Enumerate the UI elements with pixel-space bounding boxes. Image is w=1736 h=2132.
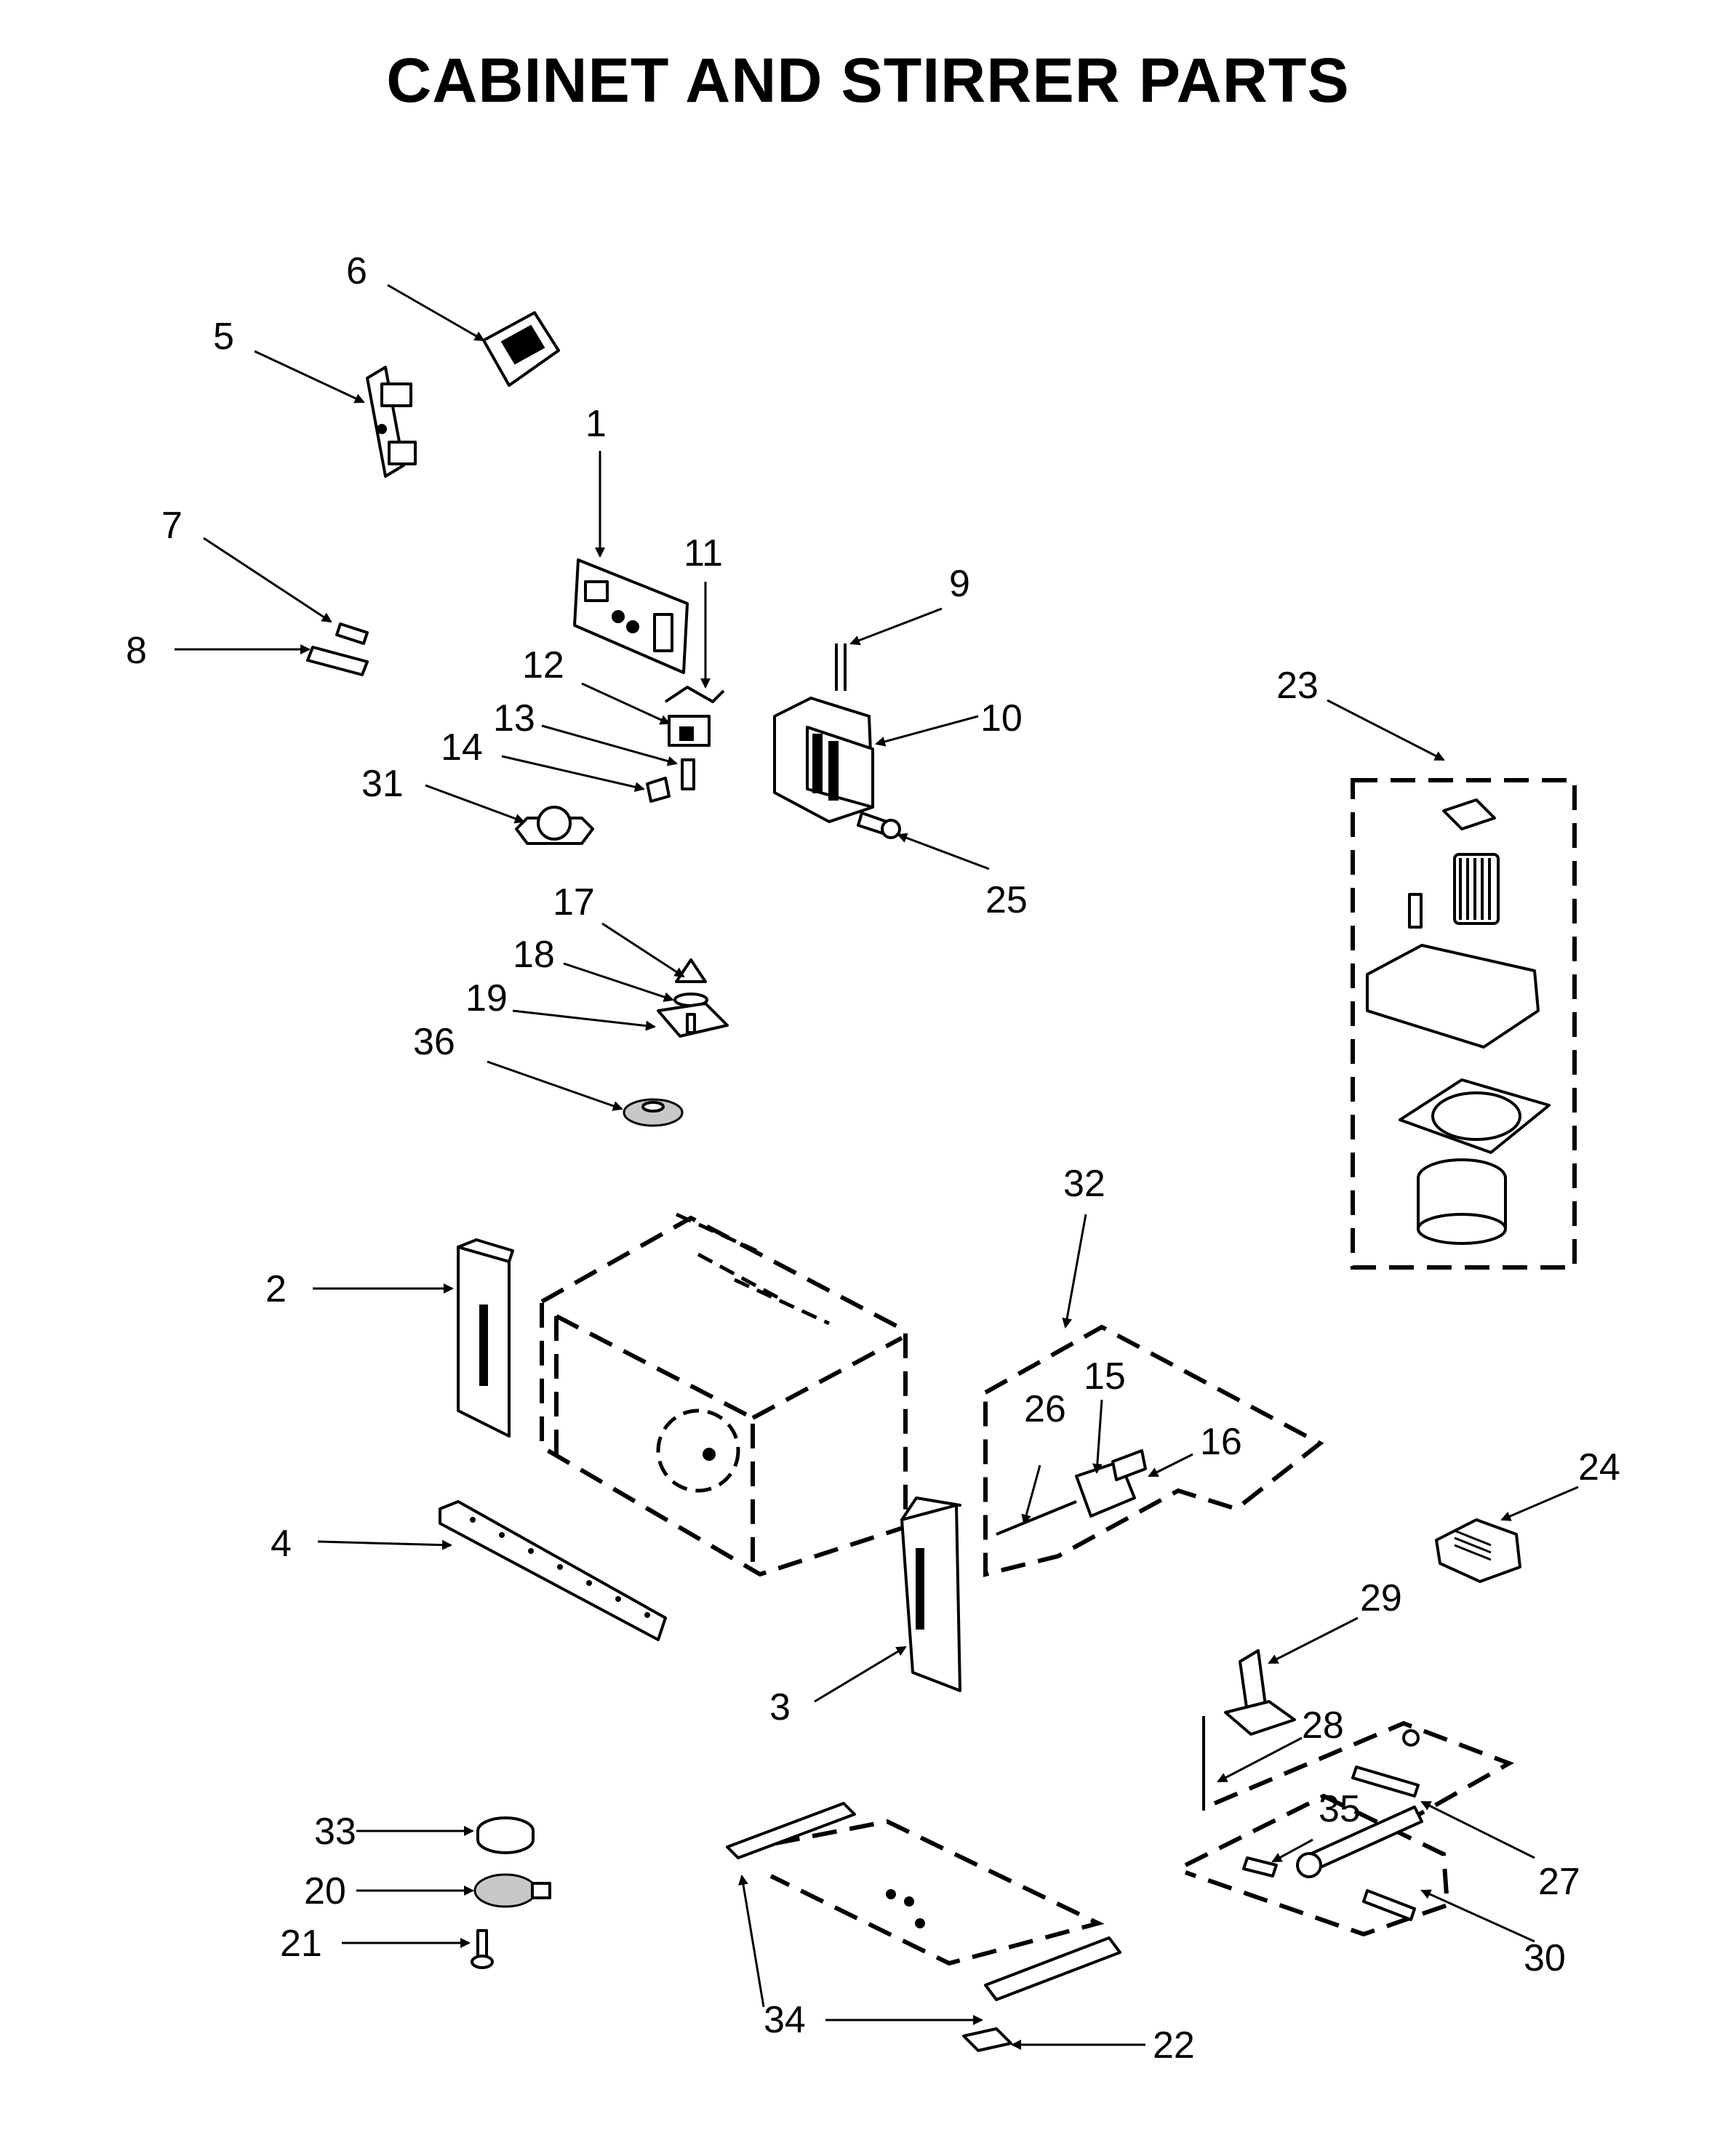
callout-27: 27 <box>1538 1861 1580 1903</box>
callout-13: 13 <box>493 697 535 740</box>
callout-14: 14 <box>441 726 483 769</box>
callout-26: 26 <box>1024 1388 1066 1430</box>
callout-28: 28 <box>1302 1704 1344 1747</box>
callout-33: 33 <box>314 1811 356 1853</box>
callout-32: 32 <box>1063 1163 1105 1205</box>
part-25-screw[interactable] <box>857 811 901 839</box>
part-17-cap[interactable] <box>675 958 707 983</box>
part-19-bracket[interactable] <box>657 1002 729 1038</box>
callout-8: 8 <box>126 630 147 672</box>
part-3-side-panel[interactable] <box>900 1496 961 1692</box>
callout-17: 17 <box>553 881 595 923</box>
callout-6: 6 <box>346 250 367 292</box>
part-5-bracket[interactable] <box>366 366 417 478</box>
callout-31: 31 <box>361 763 404 805</box>
callout-11: 11 <box>684 532 723 574</box>
part-24-relay[interactable] <box>1435 1518 1521 1583</box>
callout-15: 15 <box>1084 1355 1126 1398</box>
callout-21: 21 <box>280 1923 322 1965</box>
part-36-spacer[interactable] <box>623 1098 684 1127</box>
part-20-motor[interactable] <box>473 1873 551 1908</box>
part-29-bracket[interactable] <box>1224 1649 1296 1736</box>
part-34-base-plate[interactable] <box>726 1802 1121 2001</box>
leader-lines <box>175 284 1579 2050</box>
callout-12: 12 <box>522 644 564 686</box>
part-4-rail[interactable] <box>439 1500 667 1641</box>
part-33-cover[interactable] <box>476 1816 535 1854</box>
callout-24: 24 <box>1578 1446 1620 1488</box>
callout-16: 16 <box>1200 1421 1242 1463</box>
callout-3: 3 <box>769 1686 791 1728</box>
part-12-switch[interactable] <box>668 715 711 747</box>
callout-labels: 1 2 3 4 5 6 7 8 9 10 11 12 13 14 15 16 1… <box>126 250 1620 2067</box>
part-21-screw[interactable] <box>471 1929 494 1969</box>
callout-35: 35 <box>1319 1788 1361 1830</box>
callout-5: 5 <box>213 316 234 358</box>
callout-9: 9 <box>949 563 970 605</box>
diagram-title: CABINET AND STIRRER PARTS <box>386 46 1350 116</box>
part-2-side-panel[interactable] <box>457 1238 514 1438</box>
part-8-fuse-holder[interactable] <box>306 646 369 676</box>
callout-36: 36 <box>413 1021 455 1063</box>
part-11-spring[interactable] <box>664 686 725 703</box>
part-6-block[interactable] <box>482 311 560 387</box>
part-13-fastener[interactable] <box>681 758 695 790</box>
part-14-fastener[interactable] <box>646 777 671 803</box>
part-9-terminal[interactable] <box>835 644 847 691</box>
callout-23: 23 <box>1276 665 1319 707</box>
callout-4: 4 <box>271 1523 292 1565</box>
part-27-30-35-drive-assembly[interactable] <box>1184 1720 1515 1937</box>
part-31-thermostat[interactable] <box>515 806 594 845</box>
callout-10: 10 <box>980 697 1023 740</box>
callout-29: 29 <box>1360 1577 1402 1619</box>
part-23-stirrer-assembly[interactable] <box>1351 778 1577 1270</box>
callout-1: 1 <box>585 403 607 445</box>
part-32-bracket-assembly[interactable] <box>983 1324 1324 1577</box>
part-22-clip[interactable] <box>962 2027 1012 2052</box>
cabinet-cavity-outline <box>540 1212 908 1577</box>
callout-30: 30 <box>1524 1937 1566 1979</box>
callout-20: 20 <box>304 1870 346 1912</box>
callout-7: 7 <box>161 505 183 547</box>
callout-25: 25 <box>985 879 1028 921</box>
callout-19: 19 <box>465 977 508 1019</box>
part-7-fuse[interactable] <box>335 622 369 645</box>
part-1-control-board[interactable] <box>573 558 689 674</box>
callout-22: 22 <box>1153 2024 1195 2067</box>
callout-18: 18 <box>513 934 555 976</box>
callout-34: 34 <box>764 1999 806 2041</box>
callout-2: 2 <box>265 1268 287 1310</box>
part-10-transformer[interactable] <box>773 697 874 823</box>
